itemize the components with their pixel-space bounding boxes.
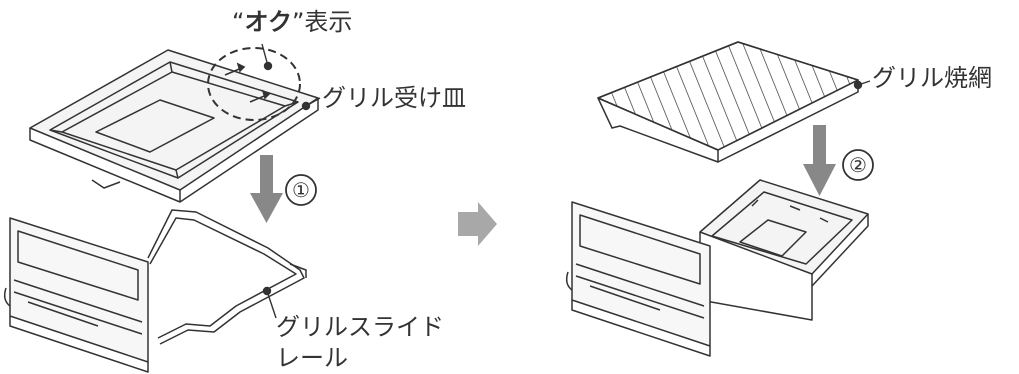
- step1-number: ①: [285, 174, 317, 206]
- oku-word: オク: [244, 8, 292, 36]
- next-step-arrow: [458, 202, 497, 246]
- grill-drip-pan-drawing: [29, 49, 319, 203]
- oku-mark-dashed-callout: [207, 47, 301, 121]
- grill-grate-drawing: [597, 41, 859, 163]
- grill-slide-rail-drawing: [147, 209, 307, 345]
- grill-slide-rail-label-line2: レール: [276, 344, 348, 372]
- quote-close: ”: [291, 8, 305, 36]
- svg-text:①: ①: [292, 178, 310, 202]
- oku-display-label: “オク”表示: [232, 8, 352, 36]
- grill-slide-rail-label-line1: グリルスライド: [276, 313, 444, 341]
- grill-drawer-door-drawing: [3, 217, 149, 373]
- oku-suffix: 表示: [304, 8, 353, 36]
- step1-down-arrow: [250, 155, 283, 223]
- grill-drip-pan-label: グリル受け皿: [322, 84, 466, 112]
- assembled-grill-drawer-drawing: [565, 179, 869, 357]
- step2-number: ②: [842, 149, 874, 181]
- quote-open: “: [232, 8, 245, 36]
- grill-grate-label: グリル焼網: [872, 64, 992, 92]
- oku-mark-arrows: [224, 62, 271, 103]
- svg-text:②: ②: [849, 153, 867, 177]
- step2-down-arrow: [803, 125, 836, 196]
